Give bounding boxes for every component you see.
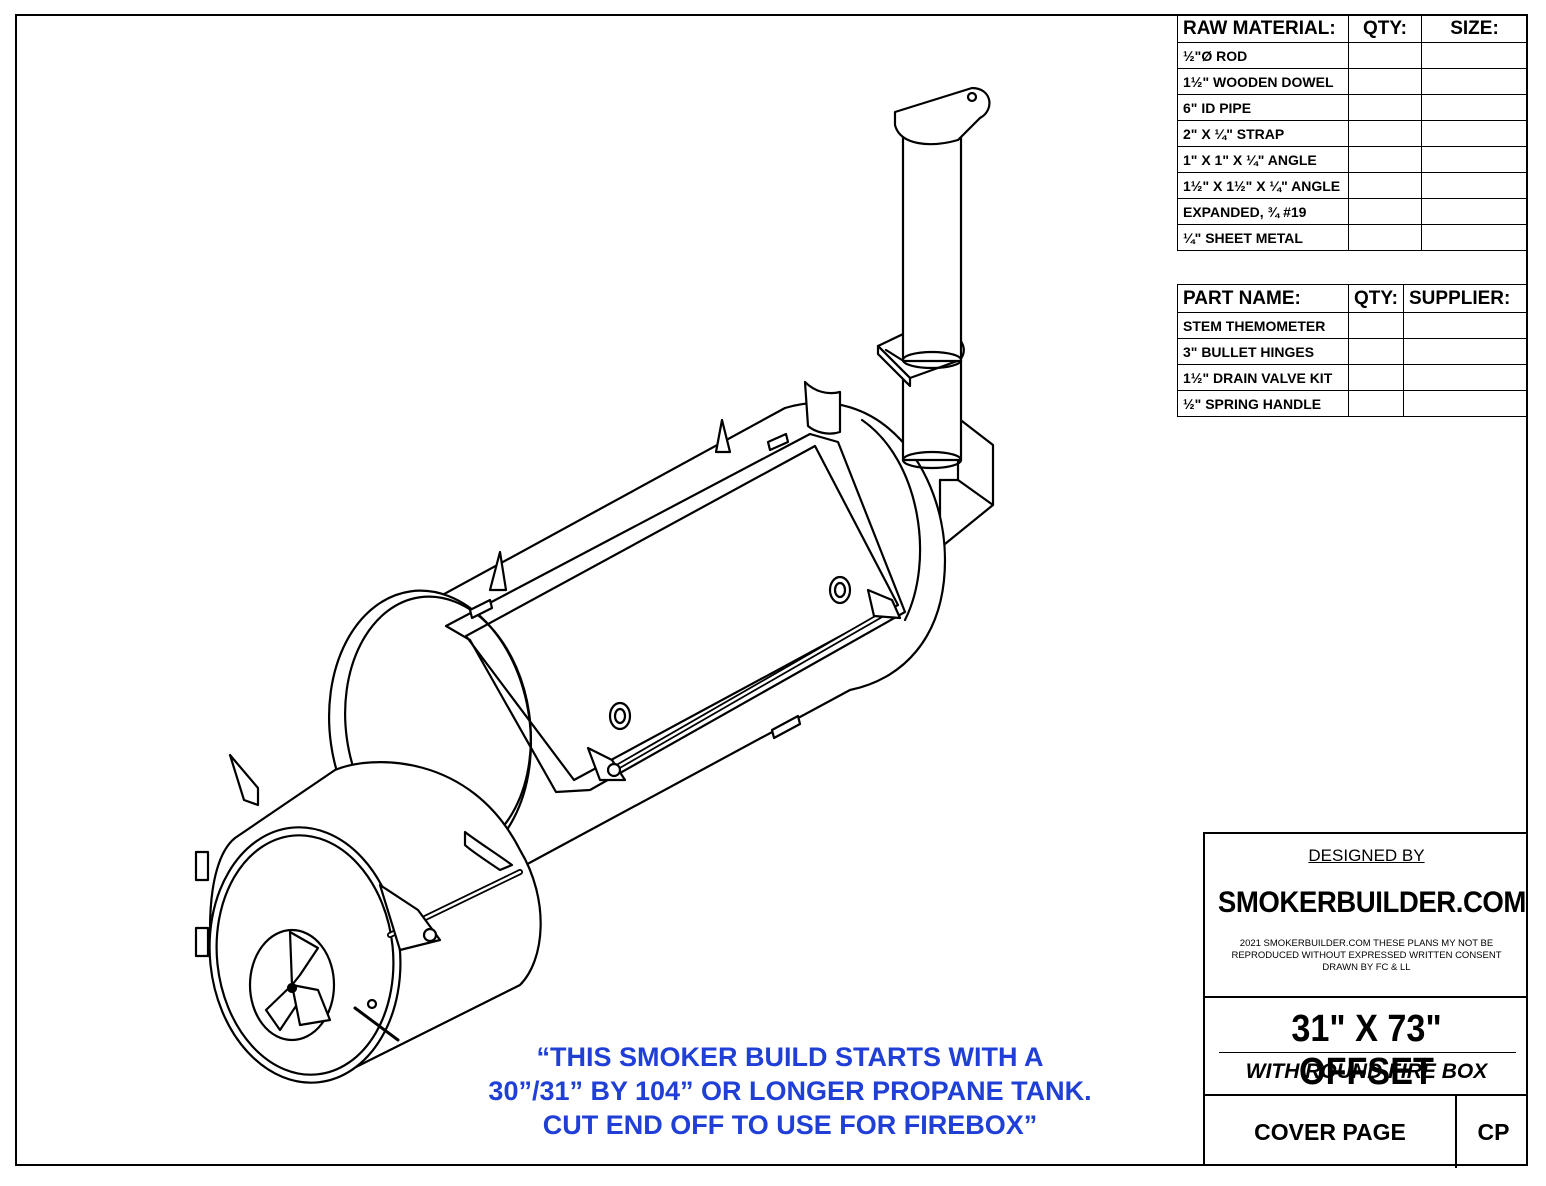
table-row: 1½" DRAIN VALVE KIT: [1177, 364, 1528, 391]
title-divider: [1205, 996, 1528, 998]
part-supplier: [1403, 312, 1528, 339]
part-name-header: PART NAME:: [1177, 284, 1349, 313]
material-size: [1421, 172, 1528, 199]
material-name: ¼" SHEET METAL: [1177, 224, 1349, 251]
table-row: 1" X 1" X ¼" ANGLE: [1177, 146, 1528, 173]
raw-material-header-row: RAW MATERIAL: QTY: SIZE:: [1177, 14, 1528, 43]
material-qty: [1348, 94, 1422, 121]
size-header: SIZE:: [1421, 14, 1528, 43]
table-row: 3" BULLET HINGES: [1177, 338, 1528, 365]
material-size: [1421, 224, 1528, 251]
table-row: STEM THEMOMETER: [1177, 312, 1528, 339]
material-qty: [1348, 172, 1422, 199]
material-qty: [1348, 68, 1422, 95]
copyright-line-3: DRAWN BY FC & LL: [1322, 962, 1411, 973]
material-name: 6" ID PIPE: [1177, 94, 1349, 121]
table-row: 1½" X 1½" X ¼" ANGLE: [1177, 172, 1528, 199]
drawing-subtitle: WITH ROUND FIRE BOX: [1245, 1060, 1488, 1083]
build-note: “THIS SMOKER BUILD STARTS WITH A 30”/31”…: [430, 1040, 1150, 1142]
material-name: 2" X ¼" STRAP: [1177, 120, 1349, 147]
material-size: [1421, 146, 1528, 173]
part-qty: [1348, 364, 1404, 391]
part-name: 3" BULLET HINGES: [1177, 338, 1349, 365]
part-name: ½" SPRING HANDLE: [1177, 390, 1349, 417]
raw-material-header: RAW MATERIAL:: [1177, 14, 1349, 43]
note-line-3: CUT END OFF TO USE FOR FIREBOX”: [542, 1110, 1038, 1140]
part-qty: [1348, 338, 1404, 365]
material-name: ½"Ø ROD: [1177, 42, 1349, 69]
material-name: 1½" X 1½" X ¼" ANGLE: [1177, 172, 1349, 199]
table-row: 6" ID PIPE: [1177, 94, 1528, 121]
part-qty: [1348, 312, 1404, 339]
material-qty: [1348, 198, 1422, 225]
subtitle-rule: [1219, 1052, 1516, 1053]
material-qty: [1348, 120, 1422, 147]
designed-by-label: DESIGNED BY: [1308, 846, 1425, 865]
drawing-title: 31" X 73" OFFSET: [1291, 1008, 1442, 1093]
table-row: ½"Ø ROD: [1177, 42, 1528, 69]
part-supplier: [1403, 390, 1528, 417]
supplier-header: SUPPLIER:: [1403, 284, 1528, 313]
copyright-line-1: 2021 SMOKERBUILDER.COM THESE PLANS MY NO…: [1239, 938, 1494, 949]
material-name: 1½" WOODEN DOWEL: [1177, 68, 1349, 95]
title-block: DESIGNED BY SMOKERBUILDER.COM 2021 SMOKE…: [1203, 832, 1528, 1168]
part-supplier: [1403, 364, 1528, 391]
material-size: [1421, 68, 1528, 95]
qty-header: QTY:: [1348, 14, 1422, 43]
material-size: [1421, 94, 1528, 121]
table-row: EXPANDED, ¾ #19: [1177, 198, 1528, 225]
drawing-sheet-border: [15, 14, 1528, 1166]
page-name: COVER PAGE: [1205, 1096, 1457, 1168]
table-row: ½" SPRING HANDLE: [1177, 390, 1528, 417]
chimney-stack: [876, 86, 991, 470]
material-size: [1421, 120, 1528, 147]
page-code: CP: [1477, 1118, 1510, 1145]
material-size: [1421, 42, 1528, 69]
table-row: ¼" SHEET METAL: [1177, 224, 1528, 251]
parts-table: PART NAME: QTY: SUPPLIER: STEM THEMOMETE…: [1177, 284, 1528, 417]
material-name: EXPANDED, ¾ #19: [1177, 198, 1349, 225]
note-line-2: 30”/31” BY 104” OR LONGER PROPANE TANK.: [488, 1076, 1092, 1106]
page-divider: [1205, 1094, 1528, 1096]
parts-header-row: PART NAME: QTY: SUPPLIER:: [1177, 284, 1528, 313]
table-row: 1½" WOODEN DOWEL: [1177, 68, 1528, 95]
qty-header: QTY:: [1348, 284, 1404, 313]
brand-name: SMOKERBUILDER.COM: [1217, 886, 1527, 919]
copyright-notice: 2021 SMOKERBUILDER.COM THESE PLANS MY NO…: [1205, 938, 1528, 974]
copyright-line-2: REPRODUCED WITHOUT EXPRESSED WRITTEN CON…: [1231, 950, 1502, 961]
material-qty: [1348, 146, 1422, 173]
material-name: 1" X 1" X ¼" ANGLE: [1177, 146, 1349, 173]
material-size: [1421, 198, 1528, 225]
part-qty: [1348, 390, 1404, 417]
note-line-1: “THIS SMOKER BUILD STARTS WITH A: [536, 1042, 1044, 1072]
part-name: 1½" DRAIN VALVE KIT: [1177, 364, 1349, 391]
part-supplier: [1403, 338, 1528, 365]
raw-material-table: RAW MATERIAL: QTY: SIZE: ½"Ø ROD 1½" WOO…: [1177, 14, 1528, 251]
firebox: [194, 753, 542, 1084]
table-row: 2" X ¼" STRAP: [1177, 120, 1528, 147]
material-qty: [1348, 42, 1422, 69]
part-name: STEM THEMOMETER: [1177, 312, 1349, 339]
material-qty: [1348, 224, 1422, 251]
